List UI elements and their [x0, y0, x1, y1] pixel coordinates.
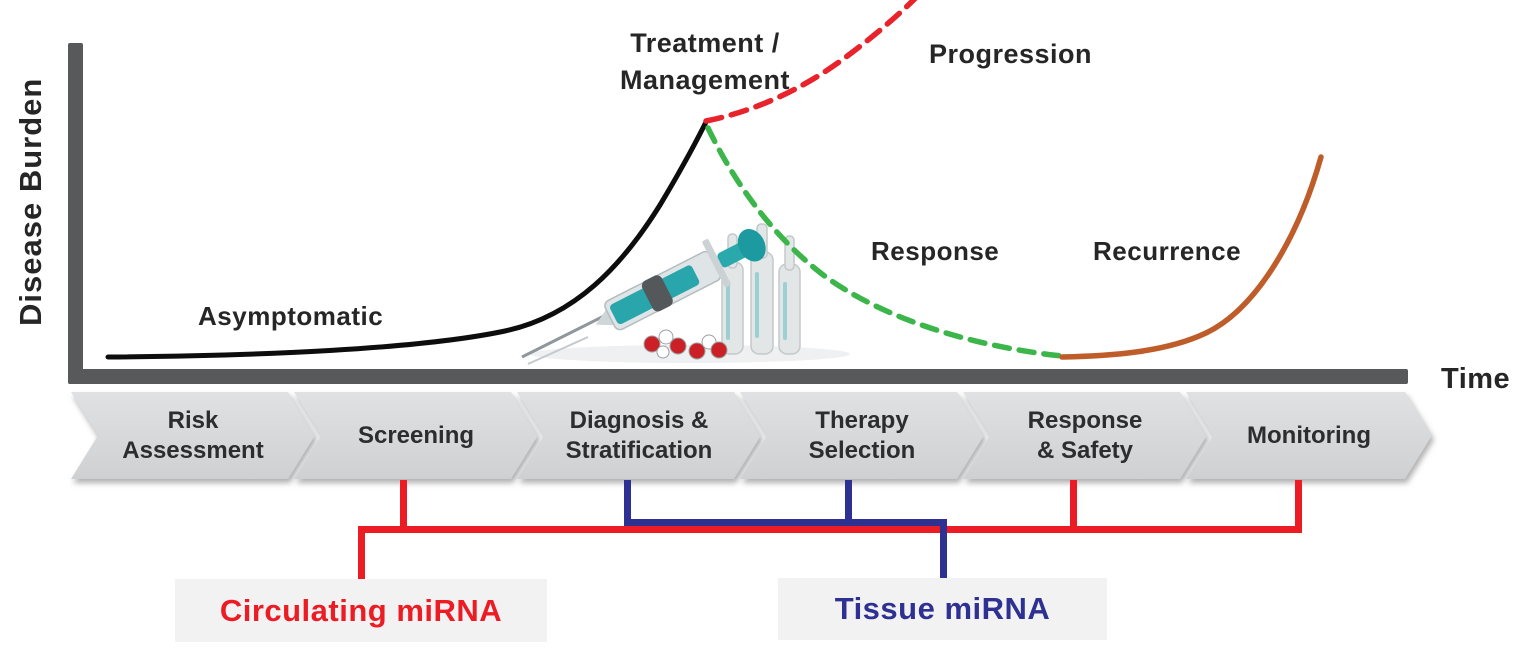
treatment-management-label: Treatment / Management — [620, 28, 791, 95]
connector-blue-horizontal — [624, 519, 947, 526]
stage-label: Risk Assessment — [71, 392, 315, 479]
y-axis-label: Disease Burden — [13, 77, 48, 327]
stage-screening: Screening — [294, 392, 538, 479]
circulating-mirna-box: Circulating miRNA — [175, 579, 547, 642]
asymptomatic-label: Asymptomatic — [198, 301, 384, 331]
syringe-vials-illustration — [521, 223, 850, 365]
connector-blue-drop-tissue — [940, 519, 947, 578]
disease-burden-curve — [105, 119, 709, 360]
stage-therapy-selection: Therapy Selection — [740, 392, 984, 479]
y-axis-bar — [68, 43, 83, 384]
stage-response-safety: Response & Safety — [963, 392, 1207, 479]
tissue-mirna-label: Tissue miRNA — [834, 591, 1051, 626]
recurrence-curve — [1059, 154, 1324, 360]
connector-blue-diagnosis — [624, 480, 631, 526]
circulating-mirna-label: Circulating miRNA — [219, 592, 503, 628]
stage-label: Diagnosis & Stratification — [517, 392, 761, 479]
x-axis-bar — [68, 369, 1408, 384]
progression-curve — [703, 0, 918, 124]
tissue-mirna-box: Tissue miRNA — [778, 578, 1107, 640]
progression-label: Progression — [929, 39, 1093, 69]
stage-diagnosis-stratification: Diagnosis & Stratification — [517, 392, 761, 479]
stage-label: Response & Safety — [963, 392, 1207, 479]
connector-red-screening — [400, 480, 407, 533]
x-axis-label: Time — [1441, 363, 1511, 395]
connector-red-response-safety — [1070, 480, 1077, 533]
response-label: Response — [871, 236, 1000, 266]
stage-risk-assessment: Risk Assessment — [71, 392, 315, 479]
stage-label: Screening — [294, 392, 538, 479]
connector-red-horizontal — [358, 526, 1302, 533]
stage-label: Monitoring — [1186, 392, 1432, 479]
stage-label: Therapy Selection — [740, 392, 984, 479]
connector-blue-therapy — [845, 480, 852, 526]
recurrence-label: Recurrence — [1093, 236, 1242, 266]
response-curve — [705, 125, 1065, 359]
connector-red-monitoring — [1295, 480, 1302, 533]
stage-monitoring: Monitoring — [1186, 392, 1432, 479]
connector-red-drop-circulating — [358, 526, 365, 579]
